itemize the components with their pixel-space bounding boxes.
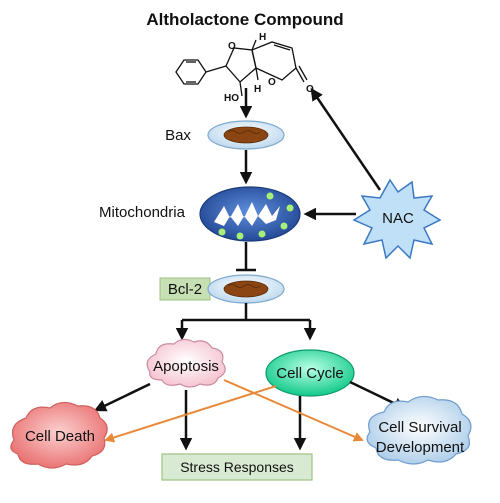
atom-ho: HO [224, 93, 239, 104]
mitochondria-cristae-icon [214, 202, 280, 226]
nac-node [352, 178, 442, 260]
phenyl-ring [175, 59, 207, 85]
stress-responses-box [161, 453, 313, 481]
mito-dot [266, 192, 274, 200]
atom-h-top: H [259, 32, 266, 43]
mito-dot [286, 204, 294, 212]
arrow-apoptosis-to-cell-death [93, 382, 151, 412]
pyranone-ring [251, 41, 297, 81]
bax-node [207, 120, 285, 150]
atom-o-pyran: O [268, 77, 276, 88]
bcl2-label: Bcl-2 [168, 281, 202, 298]
bax-protein-icon [223, 126, 269, 144]
mitochondria-node [199, 186, 301, 242]
altholactone-structure [175, 39, 308, 97]
cell-cycle-node [265, 349, 355, 397]
mito-dot [258, 230, 266, 238]
atom-o-carbonyl: O [306, 84, 314, 95]
mito-dot [280, 222, 288, 230]
arrow-cellcycle-to-cell-death [104, 385, 277, 443]
atom-o-furan: O [228, 41, 236, 52]
atom-h-bottom: H [254, 84, 261, 95]
mito-dot [218, 228, 226, 236]
apoptosis-label: Apoptosis [153, 358, 219, 375]
cell-survival-node [366, 395, 472, 465]
development-label: Development [376, 439, 465, 456]
mito-dot [236, 232, 244, 240]
mitochondria-label: Mitochondria [99, 204, 186, 221]
cell-survival-label: Cell Survival [378, 419, 461, 436]
furan-ring [225, 47, 257, 83]
bax-label: Bax [165, 127, 191, 144]
cell-death-node [10, 401, 108, 469]
bcl2-node [207, 274, 285, 304]
apoptosis-node [146, 338, 226, 388]
arrow-apoptosis-to-survival [223, 379, 364, 442]
cell-cycle-label: Cell Cycle [276, 365, 344, 382]
cell-death-label: Cell Death [25, 428, 95, 445]
diagram-title: Altholactone Compound [146, 10, 343, 29]
bcl2-protein-icon [223, 280, 269, 298]
arrow-nac-to-compound [310, 87, 382, 191]
stress-responses-label: Stress Responses [180, 459, 294, 475]
branch-bcl2 [175, 303, 317, 341]
nac-label: NAC [382, 210, 414, 227]
